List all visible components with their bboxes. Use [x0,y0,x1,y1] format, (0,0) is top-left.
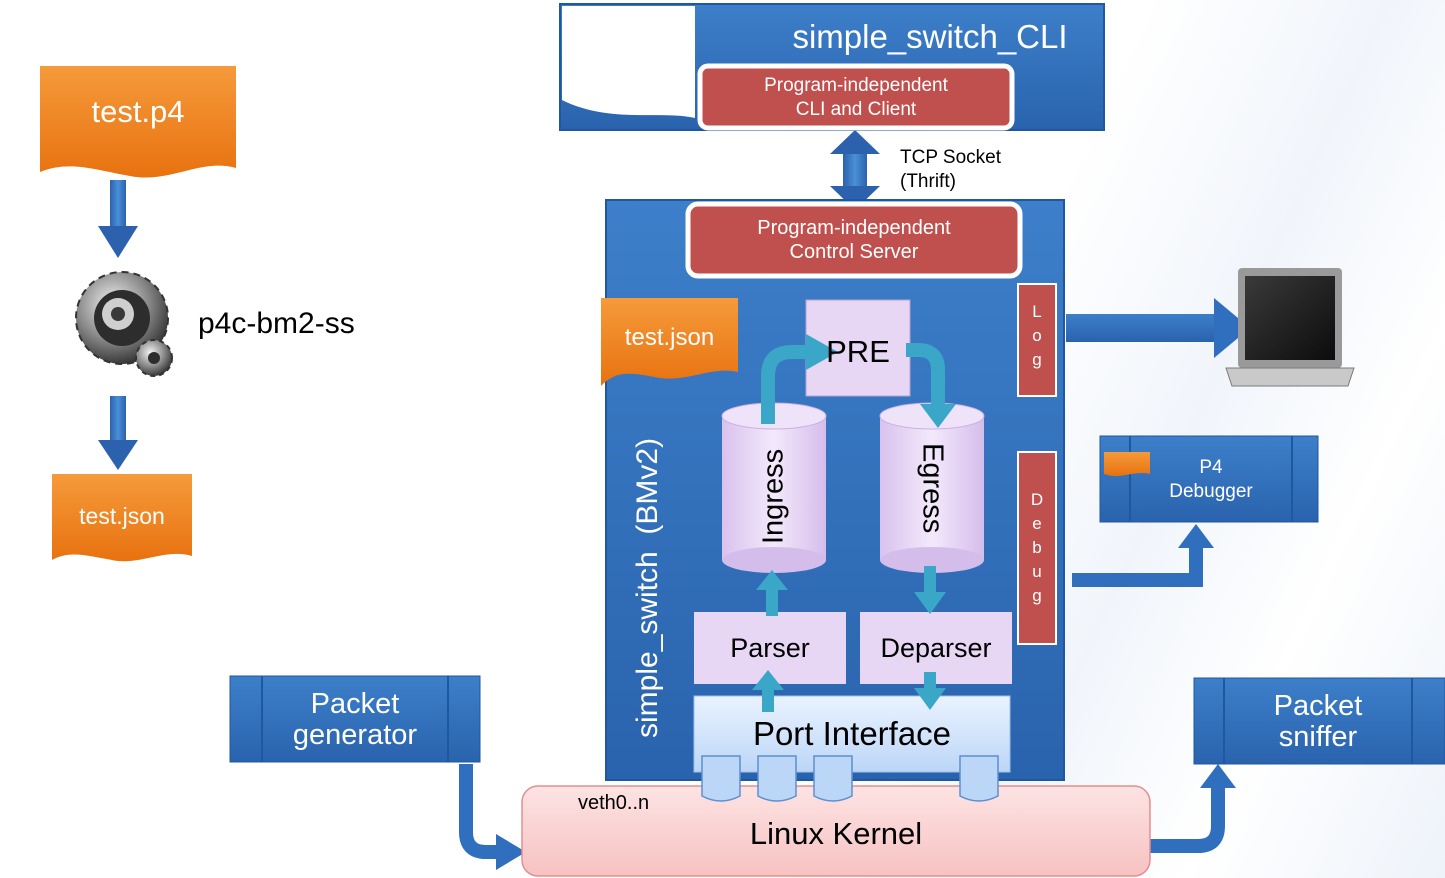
config-file-label: test.json [624,324,715,351]
veth-label: veth0..n [578,792,650,814]
debug-letter-1: D [1030,490,1044,509]
parser-block [694,612,846,684]
debugger-line2: Debugger [1169,481,1253,502]
deparser-label: Deparser [880,632,992,663]
veth-ports [701,755,999,802]
output-file-shape [52,474,192,562]
source-file-label: test.p4 [91,94,185,129]
debug-letter-3: b [1032,538,1042,557]
generator-line1: Packet [310,688,400,720]
debugger-box [1099,435,1319,523]
cli-title: simple_switch_CLI [792,18,1068,55]
egress-to-deparser-arrow [914,566,946,614]
kernel-to-sniffer-arrow [1150,764,1236,853]
tcp-socket-label: TCP Socket (Thrift) [900,146,1001,194]
egress-label: Egress [916,442,949,534]
log-bar [1017,283,1057,397]
sniffer-line2: sniffer [1278,721,1358,753]
generator-line2: generator [292,719,418,751]
log-letter-2: o [1032,326,1042,345]
log-to-laptop-arrow [1066,298,1250,358]
cli-client-line1: Program-independent [764,75,948,96]
cli-client-label: Program-independent CLI and Client [700,70,1012,126]
kernel-label: Linux Kernel [749,816,923,851]
tcp-socket-line1: TCP Socket [900,147,1002,168]
pre-label: PRE [826,334,890,369]
output-file-label: test.json [79,502,165,529]
pre-to-egress-arrow [906,343,945,408]
log-letter-1: L [1032,302,1042,321]
debug-bar [1017,451,1057,645]
port-to-parser-arrow [752,670,784,712]
generator-box [229,675,481,763]
generator-label: Packet generator [262,684,448,756]
debug-to-debugger-arrow [1072,524,1214,587]
arrow-down-1 [98,180,138,258]
control-server-label: Program-independent Control Server [688,210,1020,270]
ingress-label: Ingress [757,448,790,544]
arrow-down-2 [98,396,138,470]
source-file-shape [40,66,236,178]
tcp-socket-line2: (Thrift) [900,171,956,192]
sniffer-box [1193,677,1445,765]
debug-label: D e b u g [1018,488,1056,608]
parser-to-ingress-arrow [756,570,788,616]
control-server-line2: Control Server [789,241,919,263]
pre-to-egress-arrowhead [920,404,956,428]
log-label: L o g [1018,300,1056,372]
sniffer-line1: Packet [1273,690,1363,722]
ingress-to-pre-arrow [761,345,808,424]
cli-window [559,3,1105,131]
log-letter-3: g [1032,350,1042,369]
cli-client-line2: CLI and Client [795,99,917,120]
laptop-icon [1225,268,1355,387]
debug-letter-4: u [1032,562,1042,581]
tcp-double-arrow [830,130,880,210]
deparser-to-port-arrow [914,672,946,710]
parser-label: Parser [730,632,810,663]
switch-title: simple_switch (BMv2) [631,437,664,739]
debugger-line1: P4 [1199,457,1223,478]
config-file-shape [601,298,738,386]
debugger-label: P4 Debugger [1130,452,1292,508]
debug-letter-5: g [1032,586,1042,605]
compiler-label: p4c-bm2-ss [198,307,355,340]
port-interface-label: Port Interface [752,715,952,752]
generator-to-kernel-arrow [459,764,526,870]
control-server-line1: Program-independent [757,217,951,239]
gear-icon [75,271,173,377]
sniffer-label: Packet sniffer [1224,686,1412,758]
ingress-to-pre-arrowhead [806,334,838,370]
debug-letter-2: e [1032,514,1042,533]
